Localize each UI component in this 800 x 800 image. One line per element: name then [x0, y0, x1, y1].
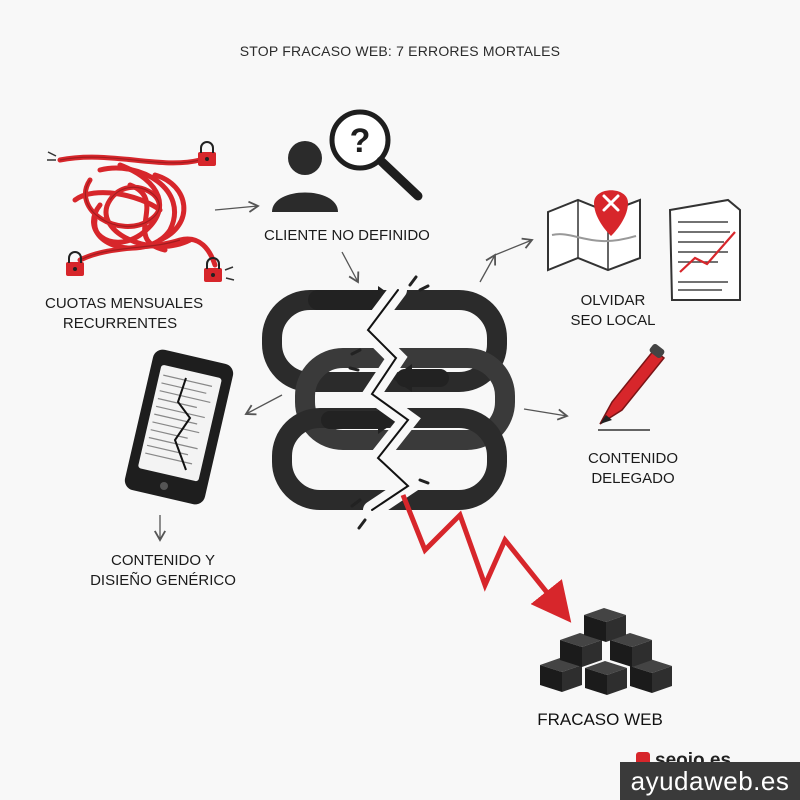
page-title: STOP FRACASO WEB: 7 ERRORES MORTALES [239, 43, 561, 59]
report-chart-icon [668, 198, 741, 301]
cracked-phone-icon [124, 349, 234, 505]
svg-text:?: ? [350, 122, 371, 160]
tangled-rope-padlocks-icon [47, 141, 235, 282]
person-question-magnifier-icon: ? [272, 109, 423, 212]
label-fracaso-web: FRACASO WEB [537, 710, 663, 729]
broken-chain-icon [262, 275, 515, 530]
label-cliente: CLIENTE NO DEFINIDO [264, 227, 430, 244]
pen-icon [598, 343, 666, 431]
black-cubes-icon [540, 608, 672, 695]
connector-arrows [154, 200, 569, 542]
map-pin-x-icon [547, 190, 641, 272]
red-zigzag-arrow-icon [400, 494, 572, 623]
watermark: ayudaweb.es [620, 762, 800, 800]
